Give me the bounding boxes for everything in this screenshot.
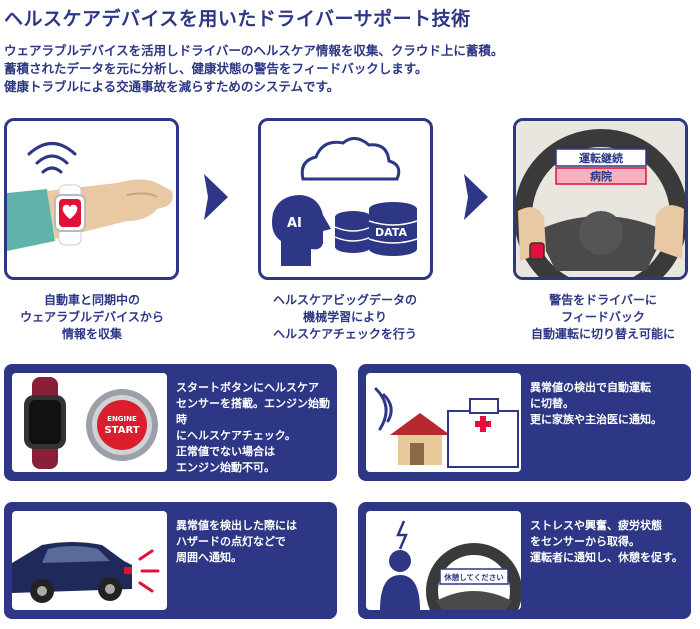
house-icon [390, 413, 450, 465]
cloud-icon [300, 137, 401, 181]
hospital-sign [555, 167, 647, 185]
step-collect-card [4, 118, 179, 280]
hazard-flash-icon [138, 549, 160, 593]
signal-icon [374, 387, 393, 431]
svg-text:病院: 病院 [590, 169, 612, 183]
panel-engine-check: ENGINE START スタートボタンにヘルスケア センサーを搭載。エンジン始… [4, 364, 337, 481]
svg-text:運転継続: 運転継続 [579, 151, 623, 165]
intro-line: 健康トラブルによる交通事故を減らすためのシステムです。 [4, 79, 340, 94]
panel-text: スタートボタンにヘルスケア センサーを搭載。エンジン始動時 にヘルスケアチェック… [176, 381, 330, 474]
svg-text:ENGINE: ENGINE [107, 415, 137, 423]
step-analyze-card: AI DATA [258, 118, 433, 280]
stress-lightning-icon [396, 520, 408, 550]
ai-head-icon [272, 195, 331, 266]
rest-sign [439, 568, 509, 585]
svg-text:休憩してください: 休憩してください [443, 572, 504, 582]
intro-line: 蓄積されたデータを元に分析し、健康状態の警告をフィードバックします。 [4, 61, 428, 76]
panel-text: 異常値を検出した際には ハザードの点灯などで 周囲へ通知。 [176, 519, 297, 564]
data-label: DATA [375, 226, 407, 239]
driver-silhouette-icon [380, 550, 420, 610]
step-collect-caption: 自動車と同期中の ウェアラブルデバイスから 情報を収集 [20, 293, 164, 341]
panel-text: ストレスや興奮、疲労状態 をセンサーから取得。 運転者に通知し、休憩を促す。 [530, 519, 683, 564]
smartwatch-icon [24, 377, 66, 469]
continue-driving-sign [555, 148, 647, 167]
database-icon [334, 202, 418, 256]
step-analyze-caption: ヘルスケアビッグデータの 機械学習により ヘルスケアチェックを行う [272, 293, 417, 341]
intro-line: ウェアラブルデバイスを活用しドライバーのヘルスケア情報を収集、クラウド上に蓄積。 [4, 43, 504, 58]
svg-text:START: START [104, 425, 139, 436]
step-feedback-card: 運転継続 病院 [513, 118, 688, 280]
page-title: ヘルスケアデバイスを用いたドライバーサポート技術 [4, 8, 471, 30]
car-icon [12, 542, 132, 603]
panel-stress-rest: 休憩してください ストレスや興奮、疲労状態 をセンサーから取得。 運転者に通知し… [358, 502, 691, 619]
ai-label: AI [287, 216, 302, 231]
engine-start-button-icon: ENGINE START [86, 389, 158, 461]
hospital-icon [447, 398, 519, 468]
panel-hazard-notify: 異常値を検出した際には ハザードの点灯などで 周囲へ通知。 [4, 502, 337, 619]
arrow-right-icon [204, 174, 228, 220]
steering-wheel-icon [426, 543, 521, 610]
panel-auto-drive-switch: 異常値の検出で自動運転 に切替。 更に家族や主治医に通知。 [358, 364, 691, 481]
intro-text: ウェアラブルデバイスを活用しドライバーのヘルスケア情報を収集、クラウド上に蓄積。… [4, 42, 694, 96]
signal-icon [27, 142, 77, 174]
panel-text: 異常値の検出で自動運転 に切替。 更に家族や主治医に通知。 [530, 381, 662, 426]
arrow-right-icon [464, 174, 488, 220]
step-feedback-caption: 警告をドライバーに フィードバック 自動運転に切り替え可能に [530, 293, 675, 341]
